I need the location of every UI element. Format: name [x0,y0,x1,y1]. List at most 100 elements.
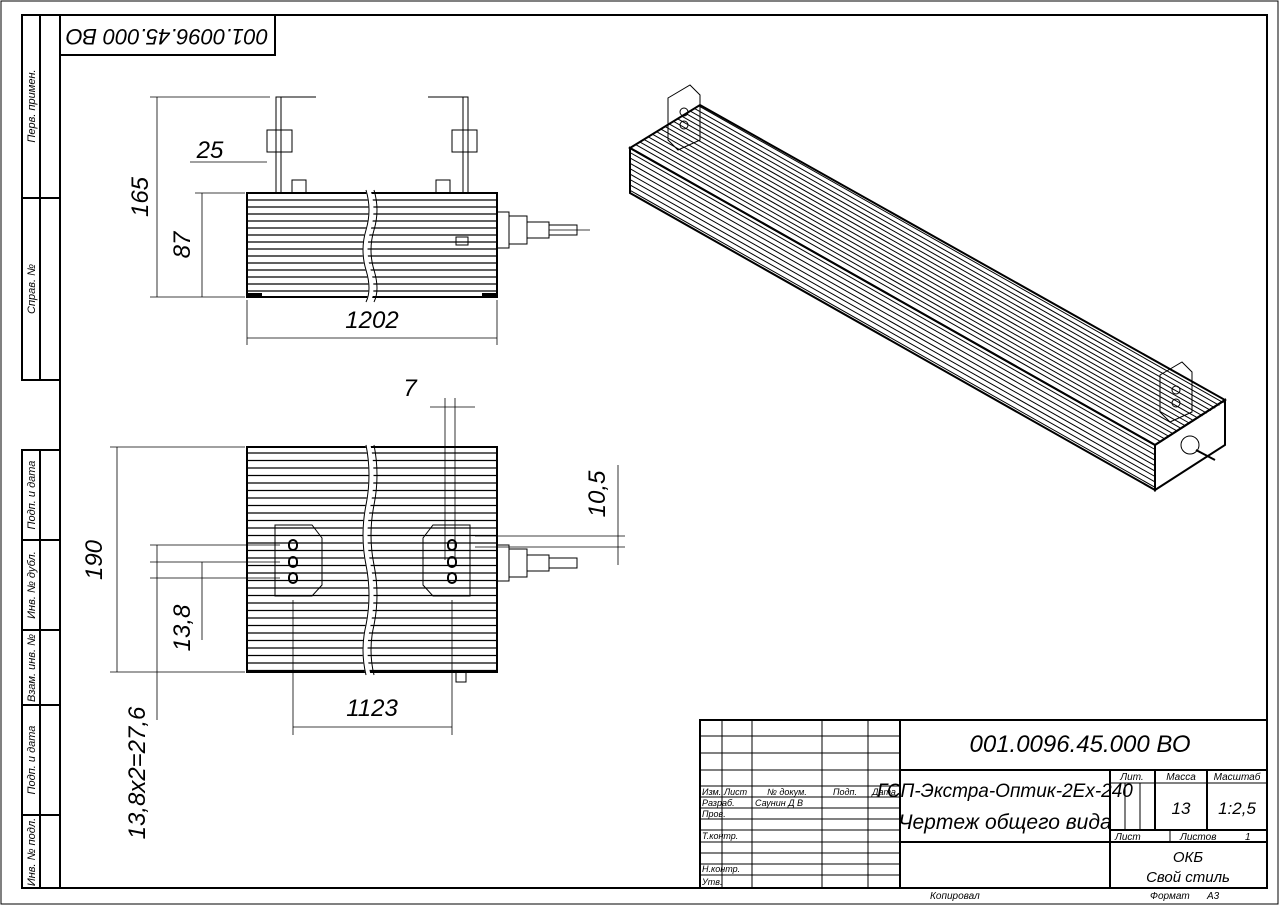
tb-org-line2: Свой стиль [1146,869,1230,886]
slot [447,539,457,551]
tb-hdr-sign: Подп. [833,787,857,797]
bracket-left [275,96,316,193]
fin-line [629,173,1156,472]
dim-slot-total: 13,8х2=27,6 [124,706,151,839]
tb-format: А3 [1206,891,1220,902]
rotated-designation: 001.0096.45.000 ВО [66,24,269,49]
fin-line [647,136,1174,435]
nut [435,179,451,194]
dim-height-total: 165 [127,176,154,217]
slot [288,572,298,584]
side-label: Инв. № дубл. [26,551,38,619]
mount-plate-left [274,524,323,597]
fin-line [629,179,1156,477]
side-label: Инв. № подл. [26,818,38,886]
tb-format-label: Формат [1150,891,1190,902]
mount-slots [288,539,457,584]
tb-mass: 13 [1172,799,1191,818]
fin-line [694,108,1220,406]
tb-role: Н.контр. [702,864,740,874]
dim-offset: 7 [403,375,418,402]
fin-line [660,128,1187,427]
tb-mass-label: Масса [1166,772,1196,783]
fin-line [685,113,1212,412]
tb-org-line1: ОКБ [1173,849,1204,866]
side-label: Подп. и дата [26,461,38,530]
isometric-view [628,84,1227,492]
foot [248,293,262,298]
fin-line [668,123,1195,422]
title-block: 001.0096.45.000 ВО ГСП-Экстра-Оптик-2Ex-… [699,719,1268,902]
tb-name-line1: ГСП-Экстра-Оптик-2Ex-240 [877,781,1133,802]
slot [447,556,457,568]
fin-line [673,120,1199,419]
nut [291,179,307,194]
cable [548,224,578,236]
break-line [362,444,378,676]
bolt-right [451,129,478,153]
fin-line [629,168,1156,467]
tb-scale: 1:2,5 [1218,799,1256,818]
tb-role: Т.контр. [702,831,738,841]
tb-scale-label: Масштаб [1214,771,1261,783]
front-view: 165 25 87 25 1202 [127,96,590,345]
fin-line [698,105,1224,404]
break-gap [362,189,374,304]
foot [482,293,496,298]
dim-length: 1202 [345,307,398,334]
tb-hdr-doc: № докум. [767,787,807,797]
iso-cable-gland [1180,435,1200,455]
tb-lit-label: Лит. [1119,772,1143,783]
fin-line [635,144,1161,442]
tb-role: Разраб. [702,798,735,808]
fin-line [629,152,1156,450]
fin-line [664,126,1191,424]
tb-sheet-label: Лист [1114,832,1141,843]
side-label: Взам. инв. № [26,634,38,702]
dim-height-body: 87 [169,230,196,258]
slot [288,539,298,551]
side-strip: Перв. примен. Справ. № Подп. и дата Инв.… [21,14,61,889]
fin-line [681,115,1208,414]
bolt-left [266,129,293,153]
cable-gland [496,211,510,249]
tb-sheets-label: Листов [1179,832,1216,843]
fin-line [629,189,1156,488]
tb-developer: Саунин Д В [755,798,803,808]
tb-copied: Копировал [930,891,980,902]
tb-hdr-izm: Изм. [702,787,721,797]
cable-gland [496,544,510,582]
tb-sheets: 1 [1245,832,1251,843]
tb-hdr-list: Лист [723,787,748,797]
tb-role: Пров. [702,809,726,819]
dim-width: 190 [81,539,108,580]
fin-line [629,162,1156,461]
fin-line [689,110,1216,409]
iso-bracket-right [1159,361,1193,423]
break-line [362,189,378,303]
fin-line [643,138,1170,437]
fin-line [677,118,1203,417]
tb-name-line2: Чертеж общего вида [898,811,1111,834]
mount-plate-right [422,524,471,597]
bracket-right [428,96,469,193]
fin-line [656,131,1182,430]
bottom-view: 190 13,8 13,8х2=27,6 1123 7 10,5 [81,375,625,839]
tb-hdr-date: Дата [871,787,896,797]
dim-slot-step: 10,5 [584,470,611,517]
side-label: Справ. № [26,264,38,314]
tb-designation: 001.0096.45.000 ВО [970,731,1191,758]
iso-cable [1195,449,1216,461]
rotated-designation-stamp: 001.0096.45.000 ВО [59,14,276,56]
slot [288,556,298,568]
dim-slot-pitch: 13,8 [169,604,196,651]
fin-line [639,141,1166,440]
fin-line [629,157,1156,456]
fin-line [652,133,1178,432]
iso-bracket-left [667,84,701,151]
tb-role: Утв. [701,877,722,887]
dim-bracket-offset: 25 [196,137,224,164]
side-label: Подп. и дата [26,726,38,795]
